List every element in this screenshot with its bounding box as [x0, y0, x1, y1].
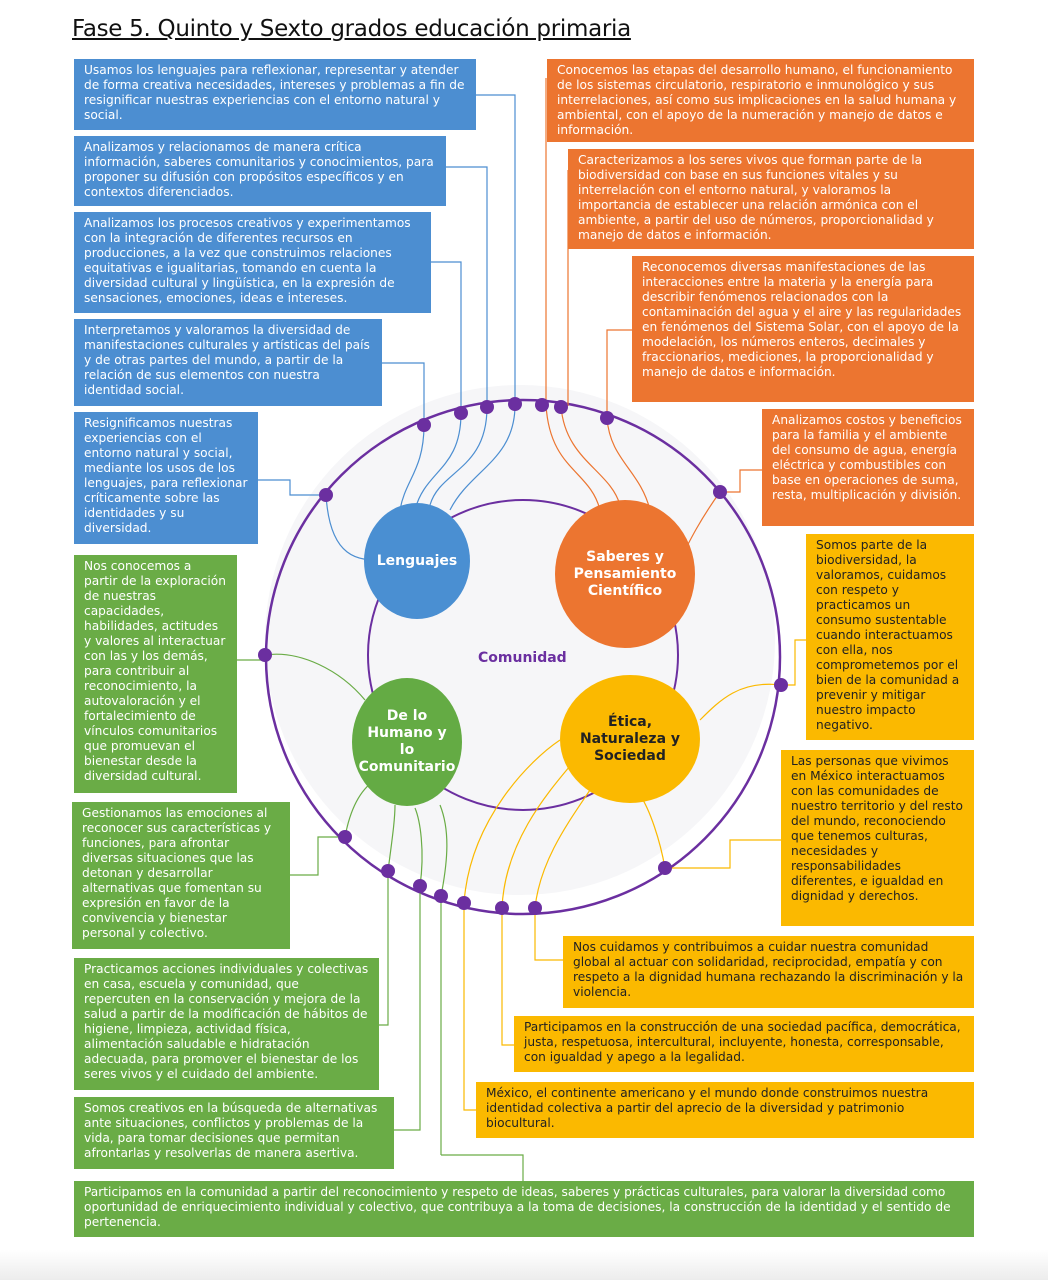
connector-green-3b — [387, 804, 396, 872]
ring-dot — [413, 879, 427, 893]
connector-yellow-1 — [781, 639, 806, 686]
ring-dot — [600, 411, 614, 425]
connector-blue-2b — [429, 406, 488, 506]
node-etica: Ética, Naturaleza y Sociedad — [560, 675, 700, 803]
connector-blue-2 — [446, 166, 488, 407]
ring-dot — [508, 397, 522, 411]
page-title: Fase 5. Quinto y Sexto grados educación … — [72, 16, 631, 42]
ring-dot — [454, 406, 468, 420]
connector-blue-4 — [382, 362, 425, 425]
lenguajes-box-5: Resignificamos nuestras experiencias con… — [74, 412, 258, 544]
connector-blue-5 — [258, 479, 326, 496]
ring-dot — [480, 400, 494, 414]
lenguajes-box-2: Analizamos y relacionamos de manera crít… — [74, 136, 446, 206]
ring-dot — [528, 901, 542, 915]
ring-dot — [535, 398, 549, 412]
lenguajes-box-1: Usamos los lenguajes para reflexionar, r… — [74, 59, 476, 130]
connector-orange-3b — [606, 417, 651, 511]
connector-yellow-4 — [501, 908, 514, 1046]
ring-dot — [774, 678, 788, 692]
connector-blue-1 — [476, 94, 516, 405]
ring-dot — [658, 861, 672, 875]
connector-orange-1b — [545, 404, 601, 511]
connector-blue-3b — [414, 412, 462, 511]
ring-dot — [495, 901, 509, 915]
ring-dot — [381, 864, 395, 878]
ring-dot — [338, 830, 352, 844]
ring-dot — [457, 896, 471, 910]
humano-box-2: Gestionamos las emociones al reconocer s… — [72, 802, 290, 949]
connector-blue-4b — [399, 424, 425, 511]
connector-green-1b — [264, 653, 366, 701]
connector-orange-4 — [720, 469, 762, 493]
ring-dot — [434, 889, 448, 903]
connector-orange-2b — [560, 405, 621, 506]
ring-dot — [258, 648, 272, 662]
connector-yellow-5 — [463, 903, 476, 1111]
connector-yellow-3 — [534, 908, 563, 961]
ring-dot — [319, 488, 333, 502]
ring-dot — [417, 418, 431, 432]
connector-green-3 — [379, 871, 389, 1026]
connector-green-5b — [439, 804, 448, 897]
node-humano: De lo Humano y lo Comunitario — [352, 678, 462, 806]
humano-box-4: Somos creativos en la búsqueda de altern… — [74, 1097, 394, 1169]
lenguajes-box-3: Analizamos los procesos creativos y expe… — [74, 212, 431, 313]
connector-green-4 — [394, 886, 421, 1131]
saberes-box-3: Reconocemos diversas manifestaciones de … — [632, 256, 974, 402]
humano-box-1: Nos conocemos a partir de la exploración… — [74, 555, 237, 793]
saberes-box-2: Caracterizamos a los seres vivos que for… — [568, 149, 974, 249]
ring-dot — [554, 400, 568, 414]
saberes-box-1: Conocemos las etapas del desarrollo huma… — [547, 59, 974, 142]
inner-ring — [367, 499, 679, 811]
etica-box-3: Nos cuidamos y contribuimos a cuidar nue… — [563, 936, 974, 1008]
etica-box-4: Participamos en la construcción de una s… — [514, 1016, 974, 1072]
center-label: Comunidad — [478, 650, 567, 666]
connector-green-2 — [290, 836, 345, 876]
node-saberes: Saberes y Pensamiento Científico — [555, 500, 695, 648]
background-disc — [265, 385, 775, 895]
humano-box-3: Practicamos acciones individuales y cole… — [74, 958, 379, 1090]
saberes-box-4: Analizamos costos y beneficios para la f… — [762, 409, 974, 526]
connector-blue-1b — [449, 404, 516, 511]
connector-yellow-2 — [665, 839, 781, 869]
connector-yellow-3b — [534, 789, 591, 909]
ring-dot — [713, 485, 727, 499]
connector-yellow-5b — [463, 739, 561, 904]
humano-box-5: Participamos en la comunidad a partir de… — [74, 1181, 974, 1237]
connector-blue-3 — [431, 261, 462, 413]
etica-box-5: México, el continente americano y el mun… — [476, 1082, 974, 1138]
node-lenguajes: Lenguajes — [364, 503, 470, 619]
etica-box-2: Las personas que vivimos en México inter… — [781, 750, 974, 926]
connector-green-5 — [441, 1154, 524, 1182]
etica-box-1: Somos parte de la biodiversidad, la valo… — [806, 534, 974, 740]
connector-orange-3 — [606, 329, 632, 418]
connector-yellow-4b — [501, 759, 576, 909]
lenguajes-box-4: Interpretamos y valoramos la diversidad … — [74, 319, 382, 406]
page-bottom-shadow — [0, 1250, 1048, 1280]
connector-yellow-1b — [699, 683, 782, 721]
connector-green-4b — [414, 807, 423, 887]
